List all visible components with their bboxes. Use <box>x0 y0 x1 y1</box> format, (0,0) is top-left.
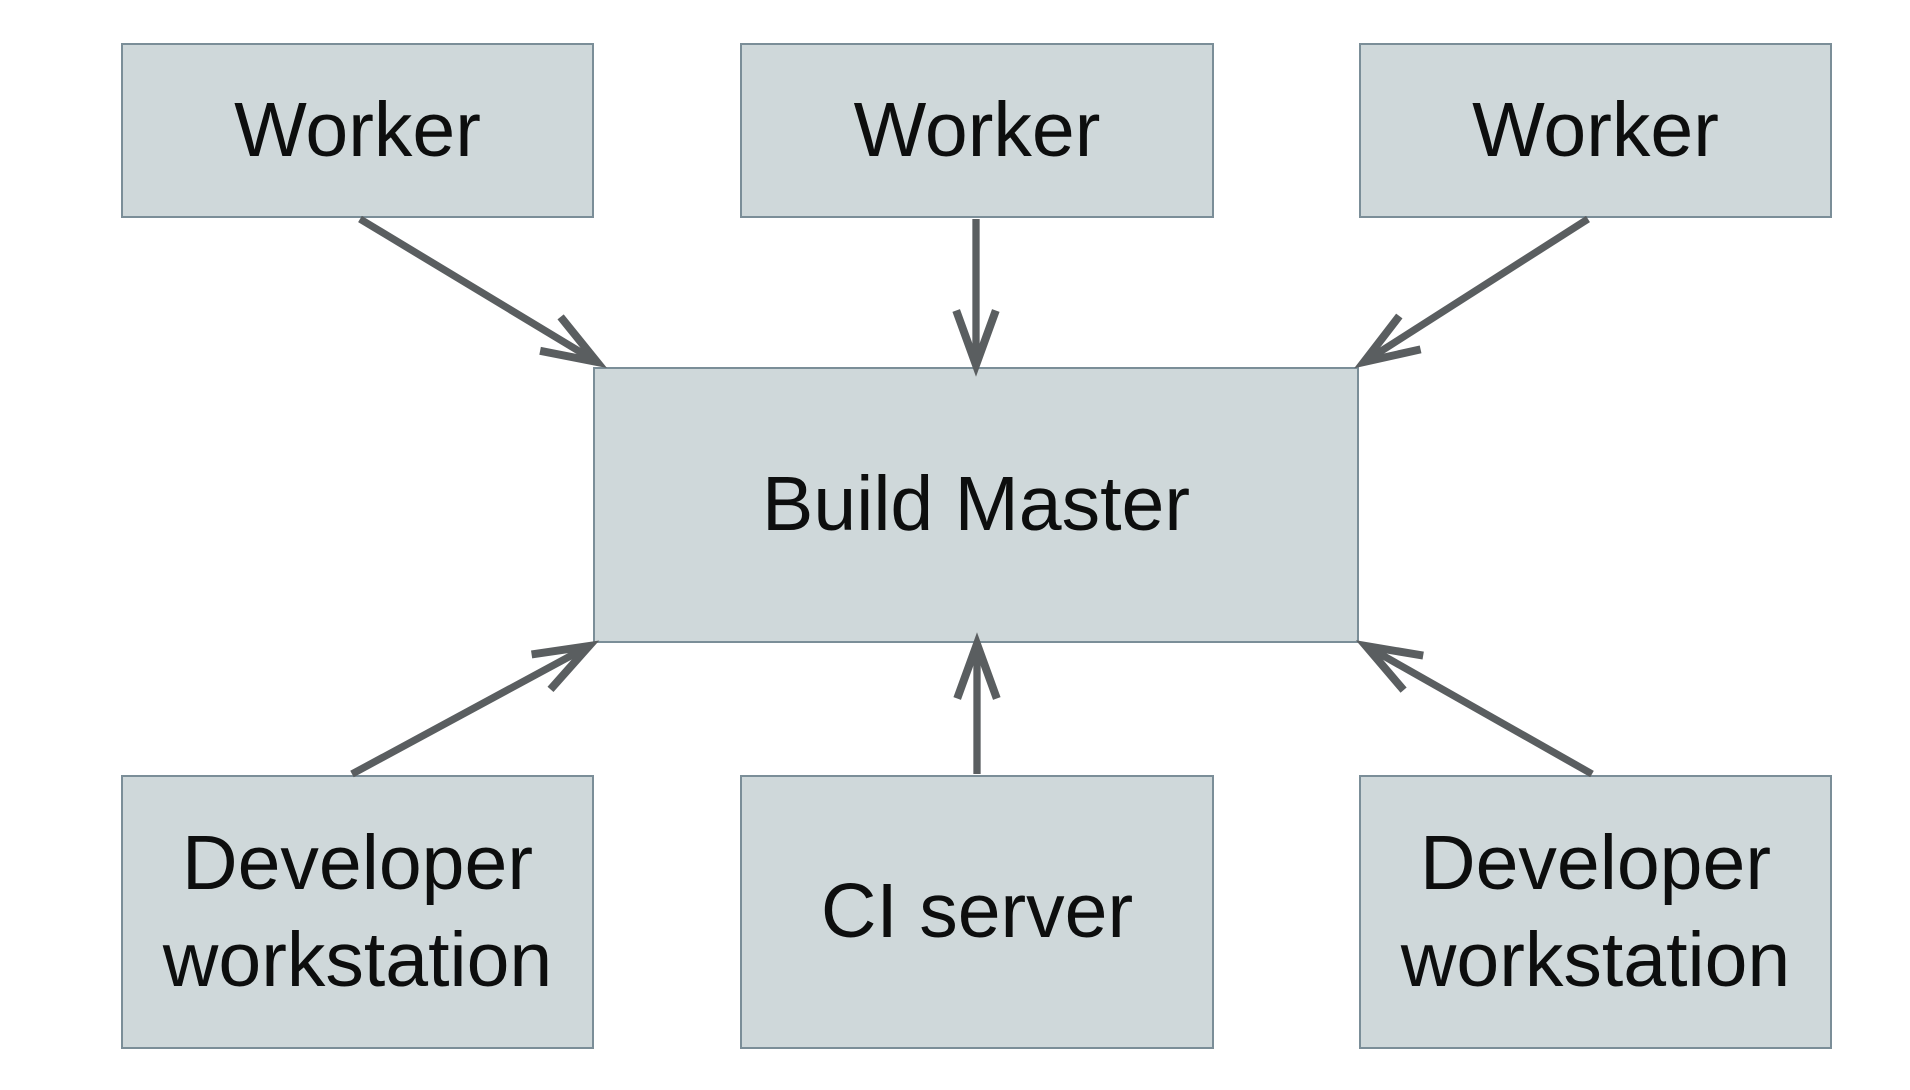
node-developer-workstation-2: Developer workstation <box>1359 775 1832 1049</box>
node-build-master-label: Build Master <box>762 461 1190 548</box>
node-worker-2: Worker <box>740 43 1214 218</box>
arrow-dev-1-to-build-master <box>350 642 591 778</box>
arrow-worker-1-to-build-master <box>358 215 599 366</box>
arrow-dev-2-to-build-master <box>1355 640 1424 693</box>
node-build-master: Build Master <box>593 367 1359 643</box>
arrow-dev-2-to-build-master <box>1364 642 1594 778</box>
arrow-worker-1-to-build-master <box>539 314 608 369</box>
node-worker-1-label: Worker <box>234 86 481 173</box>
arrow-worker-3-to-build-master <box>1354 313 1422 369</box>
arrow-dev-1-to-build-master <box>531 640 600 693</box>
node-worker-2-label: Worker <box>853 86 1101 173</box>
node-worker-1: Worker <box>121 43 594 218</box>
node-worker-3: Worker <box>1359 43 1832 218</box>
arrow-ci-server-to-build-master <box>953 632 1001 700</box>
node-worker-3-label: Worker <box>1472 86 1719 173</box>
node-developer-workstation-2-label: Developer workstation <box>1400 819 1791 1003</box>
arrow-worker-2-to-build-master <box>952 309 1000 377</box>
node-ci-server: CI server <box>740 775 1214 1049</box>
node-developer-workstation-1: Developer workstation <box>121 775 594 1049</box>
arrow-worker-3-to-build-master <box>1362 215 1590 366</box>
node-developer-workstation-1-label: Developer workstation <box>162 819 553 1003</box>
node-ci-server-label: CI server <box>820 868 1134 955</box>
